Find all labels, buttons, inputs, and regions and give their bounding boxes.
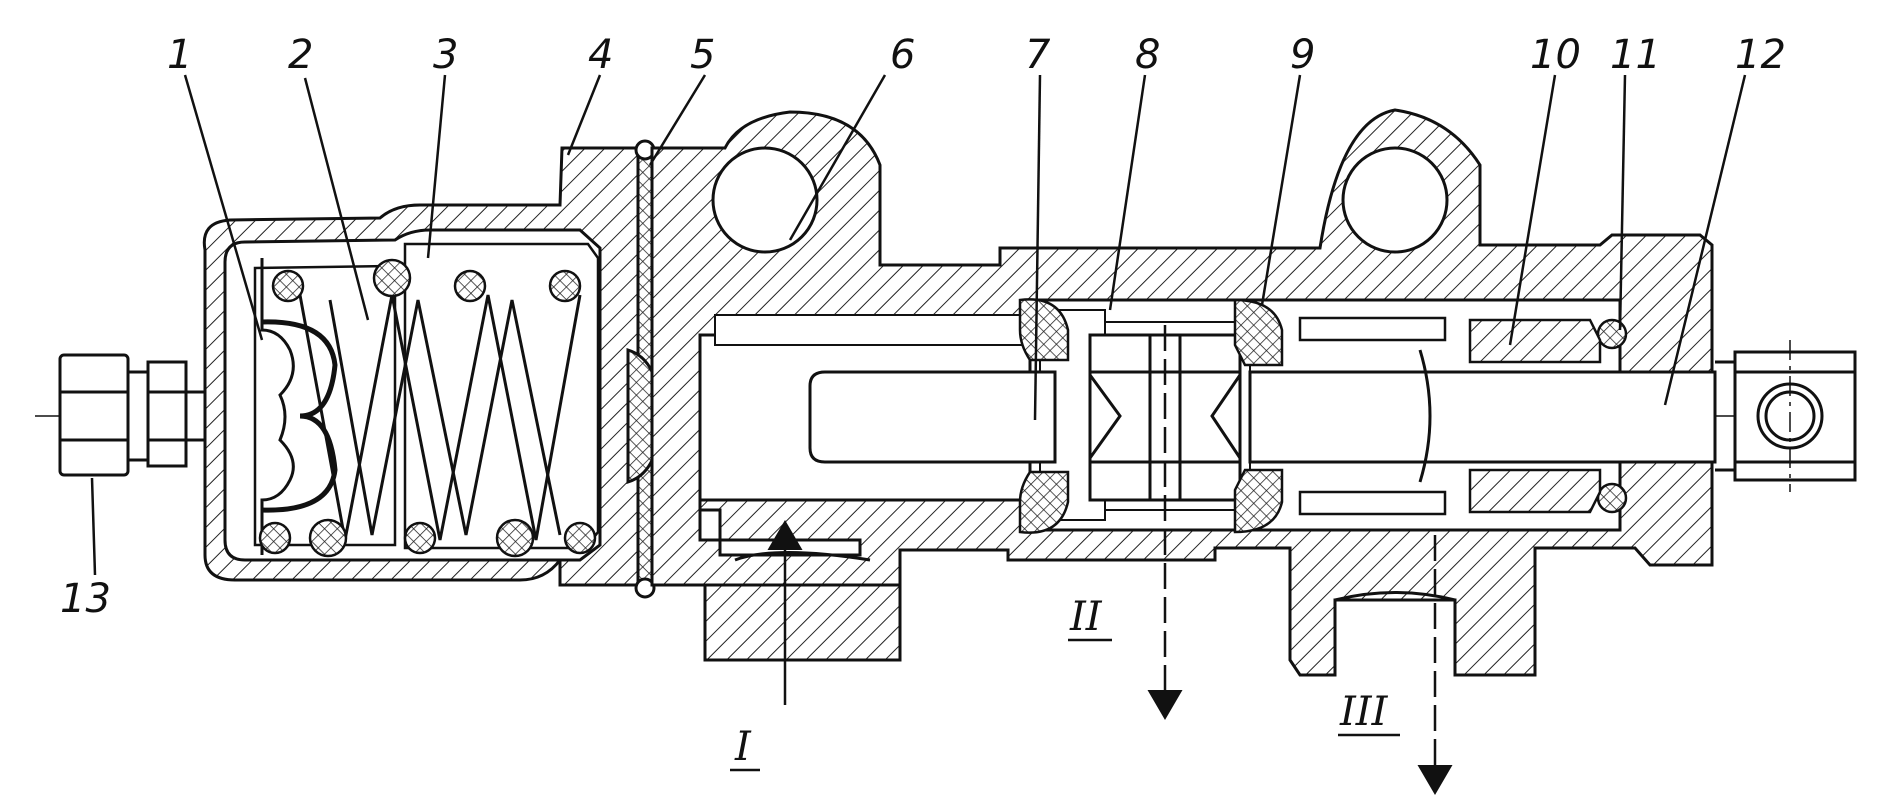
port-label-II: II — [1069, 594, 1103, 640]
callout-7: 7 — [1025, 32, 1051, 78]
callout-labels: 1 2 3 4 5 6 7 8 9 10 11 12 13 — [60, 32, 1786, 622]
spring-seat-part-1 — [260, 258, 338, 555]
seals-parts-7-9-11 — [1018, 298, 1628, 534]
plunger-shaft-part-12 — [808, 360, 1737, 472]
callout-3: 3 — [433, 32, 458, 78]
port-label-I: I — [734, 724, 752, 770]
spring-coil-sections — [258, 258, 597, 558]
callout-4: 4 — [588, 32, 613, 78]
callout-9: 9 — [1290, 32, 1315, 78]
callout-12: 12 — [1735, 32, 1786, 78]
callout-8: 8 — [1135, 32, 1160, 78]
callout-5: 5 — [690, 32, 715, 78]
port-labels: I II III — [730, 594, 1400, 772]
flow-arrows — [767, 325, 1453, 795]
port-label-III: III — [1339, 689, 1389, 735]
callout-2: 2 — [288, 32, 313, 78]
callout-1: 1 — [167, 32, 192, 78]
callout-13: 13 — [60, 576, 111, 622]
callout-6: 6 — [890, 32, 915, 78]
spring-cover-housing — [202, 146, 642, 587]
callout-10: 10 — [1530, 32, 1581, 78]
guide-part-10 — [1298, 316, 1602, 516]
leader-lines — [90, 74, 1747, 576]
callout-11: 11 — [1610, 32, 1661, 78]
clevis-eye-end — [1733, 340, 1857, 492]
